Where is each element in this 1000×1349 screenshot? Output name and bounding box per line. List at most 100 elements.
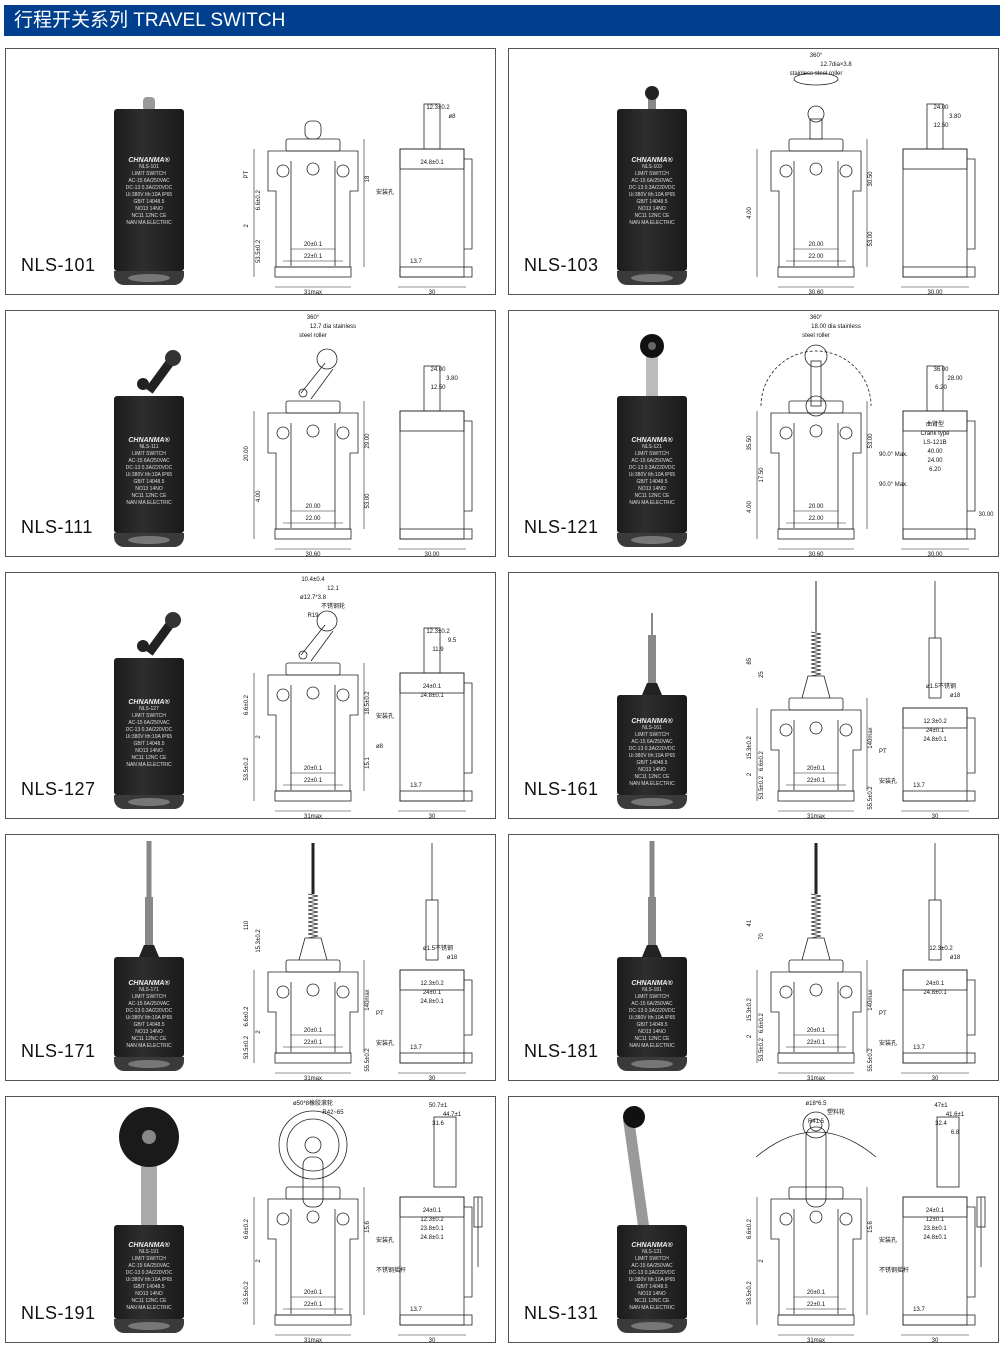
label-spec-line: GB/T 14048.5 [133, 479, 165, 486]
dimension-lines [253, 139, 466, 288]
dimension-label: ø18 [950, 693, 961, 699]
dimension-label: 22±0.1 [304, 1302, 323, 1308]
dimension-label: 13.7 [913, 1045, 925, 1051]
label-spec-line: NO13 14NO [135, 748, 163, 755]
dimension-label: 12.7 dia stainless [310, 324, 356, 330]
dimension-label: 22.00 [808, 254, 824, 260]
dimension-label: 13.7 [410, 783, 422, 789]
dimension-label: ø18*6.5 [805, 1101, 827, 1107]
dimension-label: 9.5 [448, 638, 457, 644]
label-spec-line: AC-15 6A/250VAC [128, 1001, 170, 1007]
dimension-label: 24±0.1 [423, 990, 442, 996]
callout-label: 安装孔 [376, 188, 394, 196]
label-spec-line: Ui:380V Ith:10A IP65 [125, 734, 173, 741]
side-view [399, 365, 473, 540]
label-spec-line: Ui:380V Ith:10A IP65 [125, 472, 173, 479]
dimension-label: 20.00 [244, 445, 250, 461]
dimension-label: 24.8±0.1 [923, 737, 947, 743]
side-view [902, 1116, 986, 1326]
dimension-label: 3.80 [446, 376, 458, 382]
callout-label: PT [879, 1011, 887, 1017]
side-view [902, 365, 976, 540]
label-spec-line: NAN MA ELECTRIC [126, 762, 172, 769]
dimension-label: 40.00 [927, 449, 943, 455]
dimension-lines [253, 401, 466, 550]
label-spec-line: NO13 14NO [135, 206, 163, 213]
dimension-label: 12.3±0.2 [426, 629, 450, 635]
dimension-lines [756, 1187, 969, 1336]
label-model: NLS-127 [139, 706, 159, 713]
dimension-label: 24.00 [927, 458, 943, 464]
label-brand: CHNANMA® [631, 980, 673, 987]
label-spec-line: AC-15 6A/250VAC [128, 178, 170, 185]
dimension-label: 24.8±0.1 [420, 160, 444, 166]
dimension-label: 24.8±0.1 [420, 999, 444, 1005]
label-spec-line: Ui:380V Ith:10A IP65 [125, 192, 173, 199]
label-model: NLS-103 [642, 164, 662, 171]
dimension-label: 12.50 [430, 385, 446, 391]
label-spec-line: NC11 12NC CE [634, 493, 670, 500]
label-spec-line: NO13 14NO [638, 1029, 666, 1035]
dimension-label: 30.50 [868, 171, 874, 187]
dimension-label: 25 [759, 671, 765, 678]
dimension-label: 30.00 [978, 512, 994, 518]
dimension-label: 55.5±0.2 [868, 1048, 874, 1072]
label-spec-line: NAN MA ELECTRIC [126, 220, 172, 227]
label-spec-line: GB/T 14048.5 [636, 199, 668, 206]
conduit-base [114, 1057, 184, 1071]
dimension-label: 11.9 [432, 647, 444, 653]
conduit-base [114, 271, 184, 285]
callout-label: 安装孔 [879, 1236, 897, 1244]
dimension-label: 140max [868, 989, 874, 1010]
dimension-label: 2 [256, 1259, 262, 1263]
dimension-label: 30 [932, 814, 939, 820]
model-label: NLS-191 [21, 1303, 96, 1323]
label-spec-line: NC11 12NC CE [131, 1298, 167, 1304]
dimension-label: 53.00 [365, 493, 371, 509]
model-label: NLS-121 [524, 517, 599, 537]
dimension-label: 53.5±0.2 [747, 1281, 753, 1305]
dimension-label: 360° [810, 315, 823, 321]
dimension-label: 24.8±0.1 [923, 1235, 947, 1241]
dimension-label: 20±0.1 [807, 1028, 826, 1034]
label-model: NLS-111 [139, 444, 159, 451]
callout-label: 90.0° Max. [879, 452, 908, 458]
dimension-lines [253, 1187, 466, 1336]
dimension-label: 24±0.1 [926, 981, 945, 987]
callout-label: 安装孔 [879, 777, 897, 785]
dimension-label: 12.3±0.2 [420, 1217, 444, 1223]
dimension-label: 360° [810, 53, 823, 59]
dimension-label: 3.80 [949, 114, 961, 120]
label-spec-line: NC11 12NC CE [131, 755, 167, 762]
dimension-label: 20.00 [305, 504, 321, 510]
label-spec-line: Ui:380V Ith:10A IP65 [628, 1277, 676, 1283]
dimension-label: ø8 [448, 114, 456, 120]
dimension-label: 12.3±0.2 [420, 981, 444, 987]
dimension-label: 2 [256, 735, 262, 739]
dimension-label: 55.5±0.2 [868, 786, 874, 810]
side-view [399, 843, 473, 1064]
front-view [755, 1111, 877, 1326]
dimension-label: 22.00 [305, 516, 321, 522]
label-spec-line: GB/T 14048.5 [636, 760, 668, 766]
dimension-lines [756, 401, 969, 550]
label-spec-line: NO13 14NO [135, 1291, 163, 1297]
label-spec-line: GB/T 14048.5 [636, 479, 668, 486]
side-view [399, 1116, 483, 1326]
dimension-label: 18.5±0.2 [365, 691, 371, 715]
label-spec-line: NO13 14NO [135, 486, 163, 493]
conduit-base [617, 533, 687, 547]
dimension-label: 18 [365, 175, 371, 182]
label-spec-line: DC-13 0.3A/220VDC [125, 185, 173, 192]
dimension-label: ø18 [950, 955, 961, 961]
